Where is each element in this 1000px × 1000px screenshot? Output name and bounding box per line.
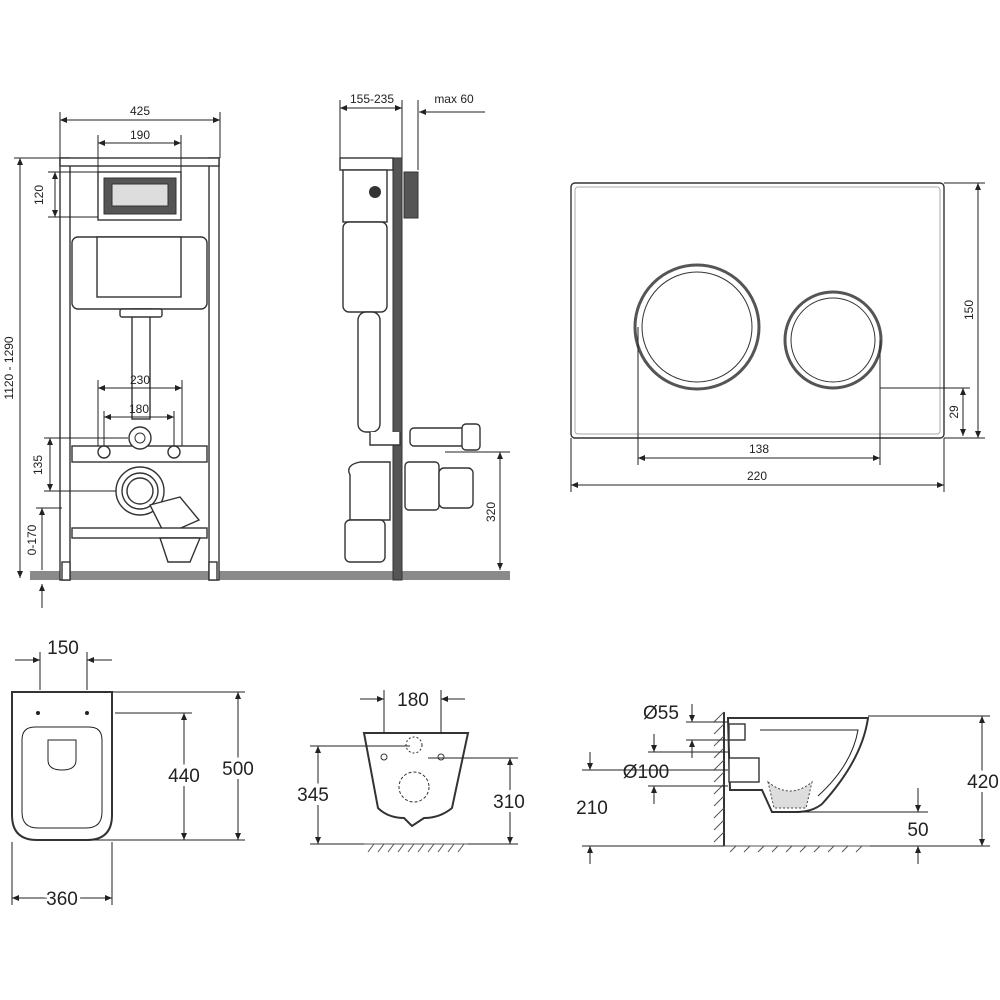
- front-height-label: 345: [297, 785, 329, 806]
- water-trap: [767, 780, 813, 809]
- fixing-hole-right: [85, 711, 89, 715]
- frame-upright-left: [59, 157, 71, 581]
- drain-height-label: 135: [31, 455, 45, 475]
- bowl-outline-top: [11, 691, 113, 841]
- frame-width-label: 425: [130, 104, 150, 118]
- bowl-opening: [47, 739, 77, 771]
- side-outlet: [728, 757, 760, 783]
- plate-width-label: 220: [747, 469, 767, 483]
- leg-adjust-label: 0-170: [25, 524, 39, 555]
- outlet-dashed: [398, 771, 430, 803]
- panel-width-label: 190: [130, 128, 150, 142]
- mounting-stud-left: [97, 445, 111, 459]
- front-hole-spacing-label: 180: [397, 690, 429, 711]
- side-height-label: 420: [967, 772, 999, 793]
- outlet-height-label: 210: [576, 798, 608, 819]
- frame-side-view: 155-235 max 60 320: [339, 92, 510, 581]
- panel-height-label: 120: [32, 185, 46, 205]
- side-cistern: [342, 221, 388, 313]
- total-height-label: 1120 - 1290: [2, 336, 16, 399]
- side-drain-socket: [404, 461, 440, 511]
- inner-spacing-label: 180: [129, 402, 149, 416]
- max-wall-label: max 60: [434, 92, 474, 106]
- frame-upright-right: [208, 157, 220, 581]
- fixing-hole-left: [36, 711, 40, 715]
- bowl-side-view: Ø55 Ø100 210 420 50: [576, 703, 1000, 864]
- side-depth-label: 155-235: [350, 92, 394, 106]
- plate-height-label: 150: [962, 300, 976, 320]
- frame-front-view: 425 190 120 1120 - 1290 230 180 135 0-17…: [2, 104, 510, 608]
- base-offset-label: 50: [907, 820, 928, 841]
- bowl-top-view: 150 360 440 500: [11, 638, 258, 913]
- cistern-front: [96, 236, 182, 298]
- flush-plate-view: 150 29 138 220: [570, 182, 985, 492]
- side-drain-bend: [348, 461, 391, 521]
- inlet-dashed: [405, 736, 423, 754]
- drain-elbow: [148, 496, 201, 536]
- button-offset-label: 29: [947, 405, 961, 419]
- bowl-outline-front: [362, 732, 470, 828]
- fixing-depth-label: 440: [168, 766, 200, 787]
- side-inlet: [728, 723, 746, 741]
- side-water-connection: [409, 427, 471, 447]
- bowl-length-label: 500: [222, 759, 254, 780]
- drain-center-label: 320: [484, 502, 498, 522]
- bowl-width-label: 360: [46, 889, 78, 910]
- side-flush-mechanism: [342, 169, 388, 223]
- frame-top-rail: [59, 157, 220, 167]
- button-spacing-label: 138: [749, 442, 769, 456]
- inlet-diameter-label: Ø55: [643, 703, 679, 724]
- front-drain-height-label: 310: [493, 792, 525, 813]
- outer-spacing-label: 230: [130, 373, 150, 387]
- hole-spacing-label: 150: [47, 638, 79, 659]
- side-flush-pipe: [357, 311, 381, 433]
- bottom-rail: [71, 527, 208, 539]
- wall-section: [392, 157, 403, 581]
- outlet-diameter-label: Ø100: [623, 762, 669, 783]
- mounting-stud-right: [167, 445, 181, 459]
- floor-slab: [30, 571, 510, 580]
- bowl-front-view: 180 345 310: [293, 690, 529, 853]
